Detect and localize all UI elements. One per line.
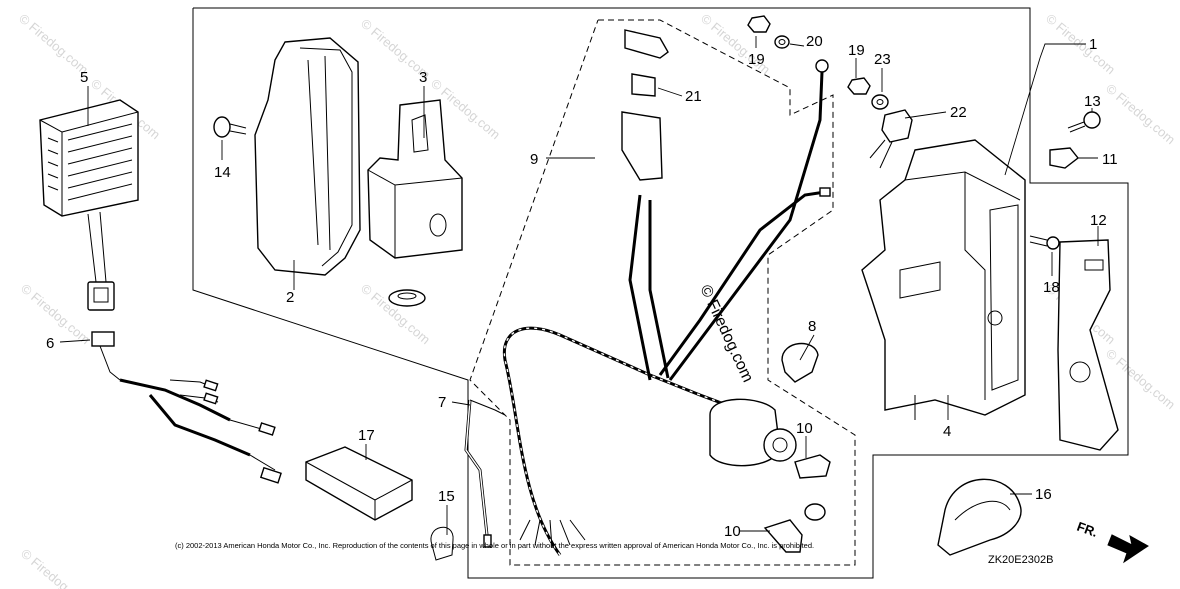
callout-19: 19	[748, 51, 765, 68]
part-6-sub-harness	[91, 331, 282, 484]
part-14-screw	[213, 116, 247, 138]
group-outline-harness	[469, 19, 856, 566]
grommet	[388, 289, 426, 307]
group-outline-control-box	[192, 7, 1129, 579]
callout-3: 3	[419, 69, 427, 86]
watermark: © Firedog.com	[358, 281, 433, 347]
part-19-nut	[747, 15, 871, 95]
callout-5: 5	[80, 69, 88, 86]
part-4-control-box	[861, 139, 1026, 420]
callouts: 1 2 3 4 5 6 7 8 9 10 10 11 12 13 14 15 1…	[46, 33, 1118, 540]
callout-10: 10	[724, 523, 741, 540]
callout-12: 12	[1090, 212, 1107, 229]
part-18-bolt	[1029, 235, 1060, 250]
part-3-bracket	[367, 99, 463, 259]
callout-1: 1	[1089, 36, 1097, 53]
part-2-cover	[254, 37, 361, 276]
callout-2: 2	[286, 289, 294, 306]
group-outlines	[192, 7, 1129, 579]
direction-arrow: FR.	[1075, 519, 1149, 564]
callout-16: 16	[1035, 486, 1052, 503]
watermark: © Firedog.com	[18, 281, 93, 347]
callout-7: 7	[438, 394, 446, 411]
watermark: © Firedog.com	[1103, 346, 1178, 412]
part-10-key	[763, 454, 831, 553]
callout-21: 21	[685, 88, 702, 105]
direction-label: FR.	[1075, 519, 1100, 540]
part-20-washer	[774, 35, 790, 49]
callout-20: 20	[806, 33, 823, 50]
callout-11: 11	[1102, 151, 1118, 168]
part-12-plate	[1057, 239, 1119, 451]
watermark: © Firedog.com	[18, 546, 93, 589]
callout-17: 17	[358, 427, 375, 444]
part-13-screw	[1067, 111, 1101, 133]
callout-9: 9	[530, 151, 538, 168]
callout-18: 18	[1043, 279, 1060, 296]
callout-13: 13	[1084, 93, 1101, 110]
part-16-cable-tie	[937, 478, 1022, 556]
watermark: © Firedog.com	[1103, 81, 1178, 147]
callout-23: 23	[874, 51, 891, 68]
callout-15: 15	[438, 488, 455, 505]
part-23-washer	[871, 94, 889, 110]
part-5-regulator	[39, 99, 139, 311]
callout-4: 4	[943, 423, 951, 440]
callout-6: 6	[46, 335, 54, 352]
ignition-switch	[709, 398, 797, 467]
part-11-clip	[1049, 147, 1079, 169]
part-21-fuse-cover	[621, 29, 669, 181]
part-17-pad	[305, 446, 413, 521]
callout-14: 14	[214, 164, 231, 181]
part-8-clamp	[781, 342, 819, 383]
part-22-terminal	[869, 109, 913, 169]
callout-19: 19	[848, 42, 865, 59]
copyright-notice: (c) 2002-2013 American Honda Motor Co., …	[175, 541, 814, 550]
part-9-wire-harness	[502, 59, 831, 556]
leader-lines	[59, 36, 1099, 535]
diagram-code: ZK20E2302B	[988, 554, 1053, 566]
part-7-lead-wire	[464, 399, 506, 548]
callout-10: 10	[796, 420, 813, 437]
callout-8: 8	[808, 318, 816, 335]
watermark: © Firedog.com	[16, 11, 91, 77]
callout-22: 22	[950, 104, 967, 121]
